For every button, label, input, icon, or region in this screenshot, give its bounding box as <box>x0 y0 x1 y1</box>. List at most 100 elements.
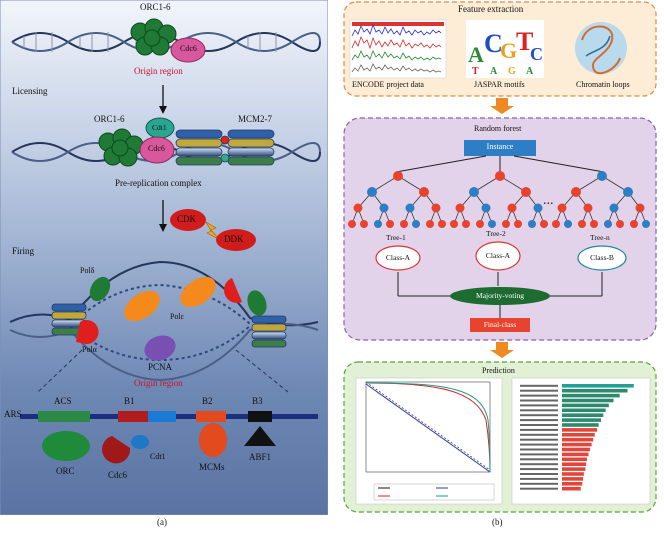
tree-n-label: Tree-n <box>590 233 610 242</box>
random-forest-box <box>343 117 657 341</box>
pol-delta-left <box>89 276 111 302</box>
label-orc-mid: ORC1-6 <box>94 114 125 124</box>
importance-bar <box>562 428 598 432</box>
label-pol-delta: Polδ <box>80 266 95 275</box>
acs-element <box>38 411 90 422</box>
tree-node <box>348 220 356 228</box>
importance-bar <box>562 423 599 427</box>
tree-node <box>426 220 434 228</box>
tree-node <box>642 220 650 228</box>
tree-node <box>571 187 581 197</box>
tree-node <box>360 220 368 228</box>
label-pol-alpha: Polα <box>82 345 97 354</box>
tree-node <box>514 220 522 228</box>
caption-b: (b) <box>492 517 503 527</box>
label-acs: ACS <box>54 396 72 406</box>
tree-node <box>564 220 572 228</box>
tree-node <box>623 187 633 197</box>
tree-node <box>412 220 420 228</box>
label-cdc6-top: Cdc6 <box>180 44 197 53</box>
label-pol-epsilon: Polε <box>170 312 185 321</box>
label-mcms: MCMs <box>199 462 225 472</box>
label-ars: ARS <box>4 409 22 419</box>
b3-element <box>248 411 272 422</box>
label-cdt1-bottom: Cdt1 <box>150 452 166 461</box>
class-a-node-1 <box>375 245 421 271</box>
svg-text:A: A <box>468 42 484 67</box>
label-cdc6-mid: Cdc6 <box>148 144 165 153</box>
importance-bar <box>562 447 591 452</box>
class-a-label-2: Class-A <box>485 251 511 260</box>
label-b2: B2 <box>202 396 213 406</box>
feature-extraction-title: Feature extraction <box>458 4 524 14</box>
label-firing: Firing <box>12 246 35 256</box>
majority-voting-label: Majority-voting <box>476 291 524 300</box>
tree-node <box>481 203 491 213</box>
tree-node <box>438 220 446 228</box>
tree-node <box>405 203 415 213</box>
tree-group <box>348 171 650 228</box>
tree-node <box>552 220 560 228</box>
tree-node <box>604 220 612 228</box>
tree-node <box>502 220 510 228</box>
cdc6-top <box>170 37 206 63</box>
tree-node <box>419 187 429 197</box>
tree-node <box>462 220 470 228</box>
tree-node <box>590 220 598 228</box>
final-class-node <box>470 318 530 332</box>
cdk-blob <box>170 209 206 231</box>
tree-node <box>431 203 441 213</box>
tree-node <box>630 220 638 228</box>
svg-text:G: G <box>508 66 516 77</box>
label-orc-bottom: ORC <box>56 466 75 476</box>
pol-delta-right <box>247 290 267 316</box>
importance-bar <box>562 384 634 388</box>
svg-text:A: A <box>526 66 534 77</box>
class-a-label-1: Class-A <box>385 253 411 262</box>
tree-node <box>374 220 382 228</box>
tree-node <box>455 203 465 213</box>
svg-text:T: T <box>516 27 533 56</box>
label-cdk: CDK <box>177 214 197 224</box>
chromatin-loop-image <box>575 22 627 75</box>
mcm-complex <box>175 129 275 166</box>
label-origin-region: Origin region <box>134 66 183 76</box>
class-b-node <box>577 245 627 271</box>
pcna-ring <box>144 335 176 361</box>
instance-node <box>464 140 536 156</box>
importance-bar <box>562 398 614 403</box>
roc-curve-image <box>355 377 503 505</box>
jaspar-caption: JASPAR motifs <box>474 80 525 89</box>
mcms-protein <box>199 423 227 457</box>
tree-node <box>450 220 458 228</box>
tree-node <box>367 187 377 197</box>
encode-caption: ENCODE project data <box>352 80 424 89</box>
b1-element <box>118 411 148 422</box>
tree-node <box>528 220 536 228</box>
pol-alpha-left <box>76 320 99 345</box>
importance-bar <box>562 467 586 471</box>
class-a-node-2 <box>475 241 521 271</box>
cdc6-protein <box>102 436 131 464</box>
instance-label: Instance <box>486 142 514 151</box>
label-origin-region-2: Origin region <box>134 378 183 388</box>
tree-node <box>469 187 479 197</box>
tree-node <box>635 203 645 213</box>
label-cdt1-mid: Cdt1 <box>152 123 167 132</box>
feature-importance-image <box>511 377 651 505</box>
tree-node <box>393 171 403 181</box>
label-abf1: ABF1 <box>249 452 272 462</box>
label-ddk: DDK <box>224 234 244 244</box>
tree-node <box>400 220 408 228</box>
class-b-label: Class-B <box>590 253 614 262</box>
tree-node <box>495 171 505 181</box>
svg-text:T: T <box>472 66 479 77</box>
svg-text:A: A <box>490 66 498 77</box>
tree-2-label: Tree-2 <box>486 229 506 238</box>
orc-protein <box>42 431 90 461</box>
importance-bar <box>562 403 609 408</box>
importance-bar <box>562 393 620 398</box>
tree-node <box>533 203 543 213</box>
majority-voting-node <box>450 287 550 305</box>
tree-ellipsis: ... <box>543 193 554 208</box>
